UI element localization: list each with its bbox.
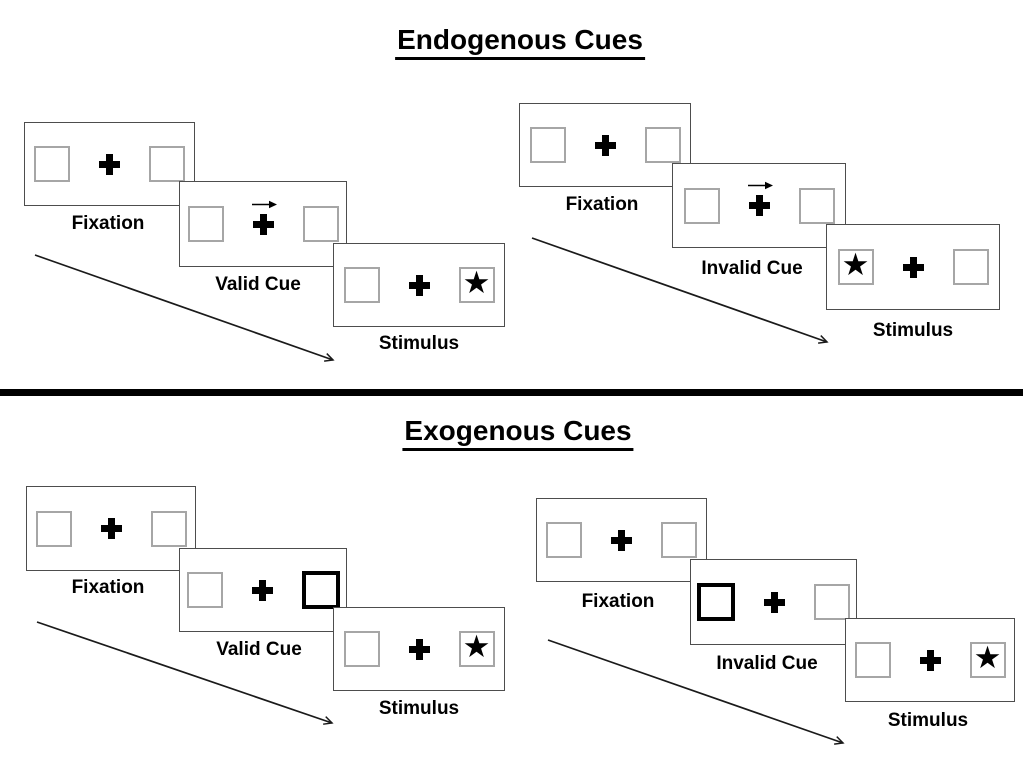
fixation-cross [746,181,773,216]
cue-arrow-right-icon [251,200,277,208]
plus-icon [408,274,430,296]
frame-label-stimulus: Stimulus [872,320,954,341]
frame-endogenous-valid-fixation [24,122,195,206]
frame-label-invalid-cue: Invalid Cue [716,653,818,674]
fixation-cross [250,200,277,235]
placeholder-square [854,642,891,678]
placeholder-square [343,267,380,303]
timeline-arrow-endogenous-valid [34,254,335,362]
placeholder-square [302,206,339,242]
section-title-exogenous: Exogenous Cues [402,415,634,452]
frame-endogenous-invalid-cue [672,163,846,248]
plus-icon [252,213,274,235]
timeline-arrow-endogenous-invalid [531,237,829,344]
placeholder-square [35,510,72,547]
frame-label-valid-cue: Valid Cue [216,639,302,660]
frame-exogenous-invalid-cue [690,559,857,645]
stimulus-square: ★ [837,247,874,285]
frame-exogenous-valid-stimulus: ★ [333,607,505,691]
plus-icon [919,649,941,671]
frame-endogenous-invalid-fixation [519,103,691,187]
plus-icon [902,256,924,278]
star-icon: ★ [841,247,870,283]
placeholder-square [546,522,582,558]
cue-highlight-square [301,571,340,609]
placeholder-square [644,127,681,163]
frame-exogenous-valid-cue [179,548,347,632]
frame-endogenous-invalid-stimulus: ★ [826,224,1000,310]
cue-highlight-square [697,583,735,621]
frame-label-invalid-cue: Invalid Cue [701,258,803,279]
plus-icon [748,195,770,216]
placeholder-square [34,146,70,182]
frame-exogenous-invalid-fixation [536,498,707,582]
fixation-cross [900,256,927,278]
fixation-cross [98,518,125,539]
fixation-cross [96,153,123,175]
fixation-cross [917,649,944,671]
placeholder-square [150,510,187,547]
plus-icon [100,518,122,539]
frame-label-stimulus: Stimulus [378,333,460,354]
stimulus-square: ★ [458,265,495,303]
timeline-arrow-exogenous-valid [36,621,334,725]
fixation-cross [761,591,788,613]
fixation-cross [406,274,433,296]
placeholder-square [187,206,224,242]
frame-label-stimulus: Stimulus [378,698,460,719]
placeholder-square [529,127,566,163]
frame-exogenous-valid-fixation [26,486,196,571]
stimulus-square: ★ [458,629,495,667]
placeholder-square [186,572,223,608]
star-icon: ★ [462,265,491,301]
plus-icon [408,638,430,660]
plus-icon [611,529,632,551]
fixation-cross [592,134,619,156]
frame-endogenous-valid-stimulus: ★ [333,243,505,327]
fixation-cross [608,529,635,551]
plus-icon [251,579,273,601]
plus-icon [764,591,785,613]
frame-exogenous-invalid-stimulus: ★ [845,618,1015,702]
placeholder-square [661,522,697,558]
cue-arrow-right-icon [747,181,773,190]
plus-icon [594,134,616,156]
frame-label-fixation: Fixation [71,577,145,598]
fixation-cross [249,579,276,601]
star-icon: ★ [462,629,491,665]
stimulus-square: ★ [969,640,1006,678]
frame-label-stimulus: Stimulus [887,710,969,731]
fixation-cross [406,638,433,660]
frame-endogenous-valid-cue [179,181,347,267]
frame-label-fixation: Fixation [581,591,655,612]
frame-label-fixation: Fixation [71,213,145,234]
placeholder-square [814,584,850,620]
plus-icon [99,153,120,175]
frame-label-fixation: Fixation [565,194,639,215]
placeholder-square [149,146,185,182]
section-title-endogenous: Endogenous Cues [395,24,645,61]
placeholder-square [952,249,989,285]
star-icon: ★ [973,640,1002,676]
section-divider [0,389,1023,396]
placeholder-square [798,187,835,224]
frame-label-valid-cue: Valid Cue [215,274,301,295]
placeholder-square [683,187,720,224]
placeholder-square [343,631,380,667]
